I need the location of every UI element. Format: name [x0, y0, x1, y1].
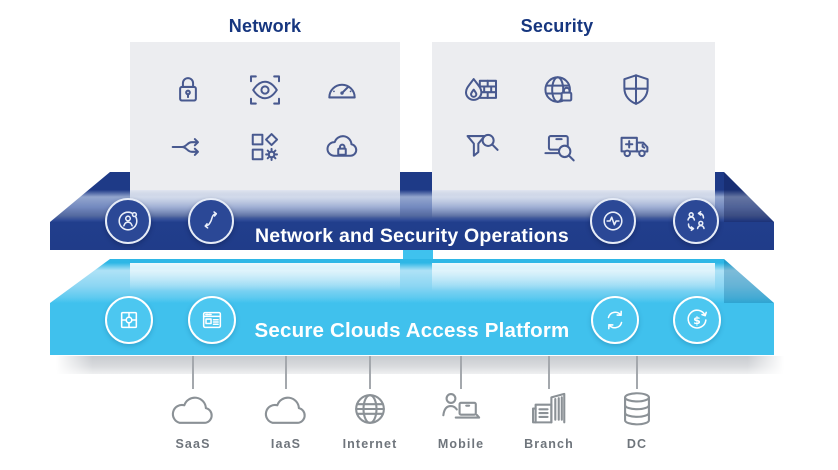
endpoint-branch: Branch	[509, 388, 589, 451]
web-report-badge	[188, 296, 236, 344]
endpoint-saas: SaaS	[153, 388, 233, 451]
panel-reflection	[130, 190, 400, 218]
connector-line	[192, 356, 194, 389]
dollar-cycle-icon: $	[681, 304, 713, 336]
puzzle-badge	[105, 296, 153, 344]
endpoint-iaas: IaaS	[246, 388, 326, 451]
ground-shadow	[56, 356, 784, 374]
laptop-inspect-icon	[538, 126, 580, 168]
security-capabilities-panel	[432, 42, 715, 190]
panel-reflection	[432, 190, 715, 218]
swap-arrows-badge	[188, 198, 234, 244]
refresh-badge	[591, 296, 639, 344]
filter-inspect-icon	[461, 126, 503, 168]
branch-buildings-icon	[522, 388, 576, 430]
shield-icon	[615, 69, 657, 111]
visibility-eye-icon	[244, 69, 286, 111]
internet-globe-icon	[343, 388, 397, 430]
connector-line	[369, 356, 371, 389]
endpoint-mobile: Mobile	[421, 388, 501, 451]
firewall-icon	[461, 69, 503, 111]
connector-line	[285, 356, 287, 389]
refresh-icon	[599, 304, 631, 336]
endpoint-label: Internet	[342, 437, 398, 451]
padlock-icon	[167, 69, 209, 111]
panel-reflection	[130, 263, 400, 291]
cloud-lock-icon	[321, 126, 363, 168]
svg-text:$: $	[693, 314, 701, 327]
cost-cycle-badge: $	[673, 296, 721, 344]
user-exchange-icon	[680, 205, 712, 237]
web-report-icon	[196, 304, 228, 336]
endpoint-internet: Internet	[330, 388, 410, 451]
endpoint-label: IaaS	[270, 437, 302, 451]
layer-connector	[403, 250, 433, 264]
dc-database-icon	[610, 388, 664, 430]
mobile-user-icon	[434, 388, 488, 430]
connector-line	[548, 356, 550, 389]
saas-cloud-icon	[166, 388, 220, 430]
endpoint-label: SaaS	[175, 437, 211, 451]
endpoint-dc: DC	[597, 388, 677, 451]
delivery-truck-icon	[615, 126, 657, 168]
endpoint-label: Mobile	[437, 437, 485, 451]
network-capabilities-panel	[130, 42, 400, 190]
endpoint-label: DC	[626, 437, 648, 451]
speedometer-icon	[321, 69, 363, 111]
puzzle-icon	[113, 304, 145, 336]
iaas-cloud-icon	[259, 388, 313, 430]
endpoint-label: Branch	[524, 437, 574, 451]
apps-config-icon	[244, 126, 286, 168]
platform-layer-label: Secure Clouds Access Platform	[254, 319, 570, 342]
connector-line	[460, 356, 462, 389]
panel-reflection	[432, 263, 715, 291]
user-exchange-badge	[673, 198, 719, 244]
pulse-monitor-icon	[597, 205, 629, 237]
network-column-title: Network	[228, 16, 302, 36]
operations-layer-label: Network and Security Operations	[255, 225, 569, 247]
traffic-split-icon	[167, 126, 209, 168]
secure-globe-icon	[538, 69, 580, 111]
user-admin-icon	[112, 205, 144, 237]
connector-line	[636, 356, 638, 389]
swap-arrows-icon	[195, 205, 227, 237]
pulse-monitor-badge	[590, 198, 636, 244]
security-column-title: Security	[520, 16, 594, 36]
user-admin-badge	[105, 198, 151, 244]
